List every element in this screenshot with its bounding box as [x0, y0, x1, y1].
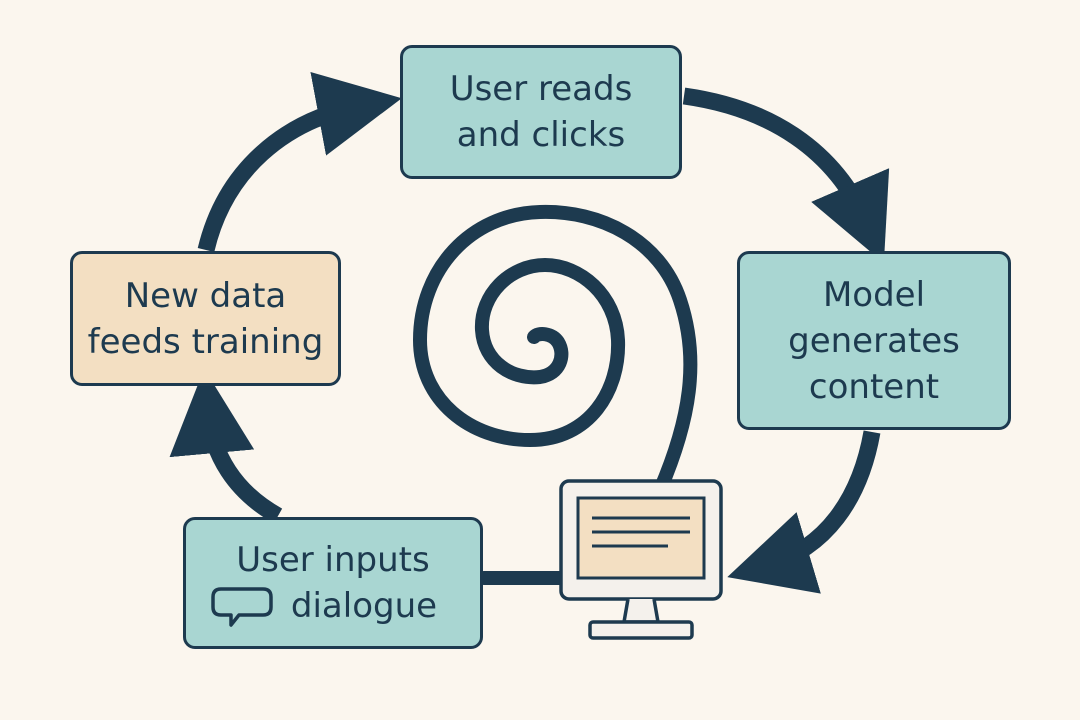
node-user-inputs-dialogue: User inputs dialogue [183, 517, 483, 649]
node-label-line: generates [788, 320, 960, 361]
node-label-row: dialogue [211, 583, 438, 629]
node-model-generates-content: Model generates content [737, 251, 1011, 430]
node-label-line: dialogue [290, 586, 438, 626]
node-label-line: User inputs [236, 540, 430, 580]
node-new-data-feeds-training: New data feeds training [70, 251, 341, 386]
arrow-inputs-to-training [169, 368, 283, 524]
node-label-line: feeds training [87, 321, 324, 362]
node-label-line: User reads [449, 69, 633, 109]
node-label-line: Model [822, 274, 926, 315]
speech-bubble-icon [211, 587, 273, 627]
arrow-reads-to-generates [682, 87, 890, 263]
node-label-line: New data [124, 275, 287, 316]
node-label-line: content [808, 366, 940, 407]
computer-monitor-icon [559, 479, 723, 640]
spiral-icon [413, 204, 698, 585]
node-user-reads-and-clicks: User reads and clicks [400, 45, 682, 179]
arrow-training-to-reads [197, 72, 402, 253]
node-label-line: and clicks [456, 115, 626, 155]
arrow-generates-to-screen [727, 430, 881, 594]
